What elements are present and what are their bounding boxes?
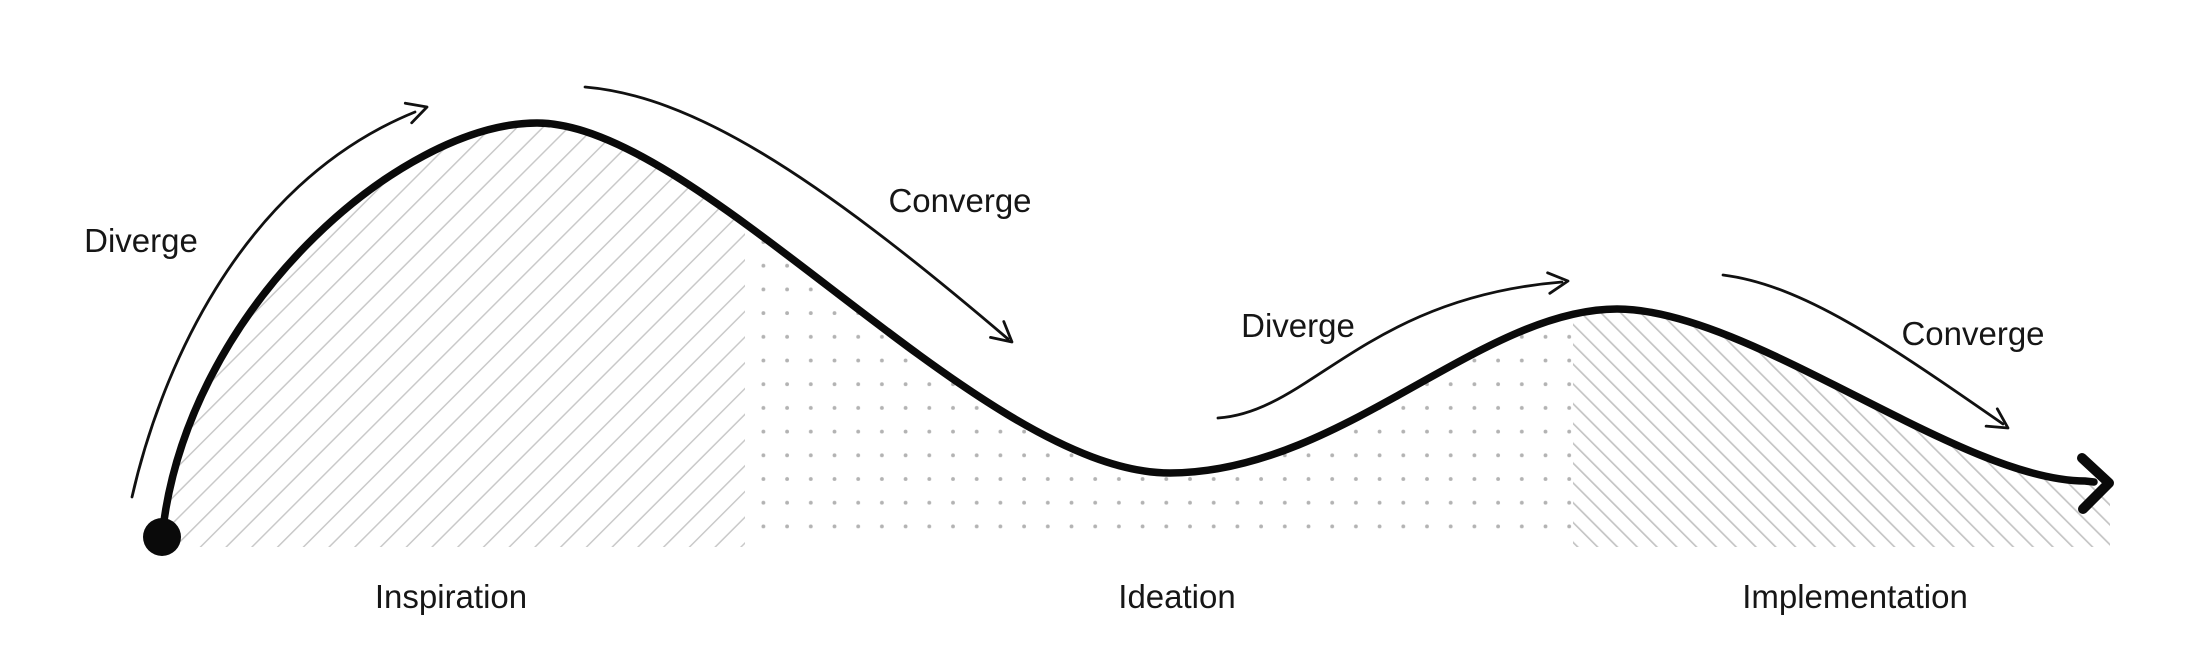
process-curve-arrowhead-icon [2077, 453, 2114, 514]
phase-label-ideation: Ideation [1118, 578, 1235, 615]
converge-arrow-1-head-icon [989, 320, 1014, 344]
annotation-label-diverge-2: Diverge [1241, 307, 1355, 344]
converge-arrow-2 [1721, 273, 2010, 430]
annotation-label-converge-2: Converge [1901, 315, 2044, 352]
phase-areas [162, 123, 2110, 547]
diverge-arrow-2 [1216, 271, 1570, 420]
start-point-dot [143, 518, 181, 556]
process-curve [158, 119, 2098, 541]
annotation-label-converge-1: Converge [888, 182, 1031, 219]
converge-arrow-1-shaft [583, 85, 1010, 341]
phase-label-implementation: Implementation [1742, 578, 1968, 615]
diverge-arrow-2-shaft [1216, 280, 1564, 420]
annotation-label-diverge-1: Diverge [84, 222, 198, 259]
diverge-arrow-1-head-icon [403, 101, 429, 125]
diverge-arrow-1 [130, 101, 429, 499]
converge-arrow-2-head-icon [1984, 407, 2010, 430]
phase-label-inspiration: Inspiration [375, 578, 527, 615]
diverge-arrow-2-head-icon [1546, 271, 1570, 295]
diverge-arrow-1-shaft [130, 110, 417, 499]
converge-arrow-2-shaft [1721, 273, 2005, 426]
converge-arrow-1 [583, 85, 1014, 344]
